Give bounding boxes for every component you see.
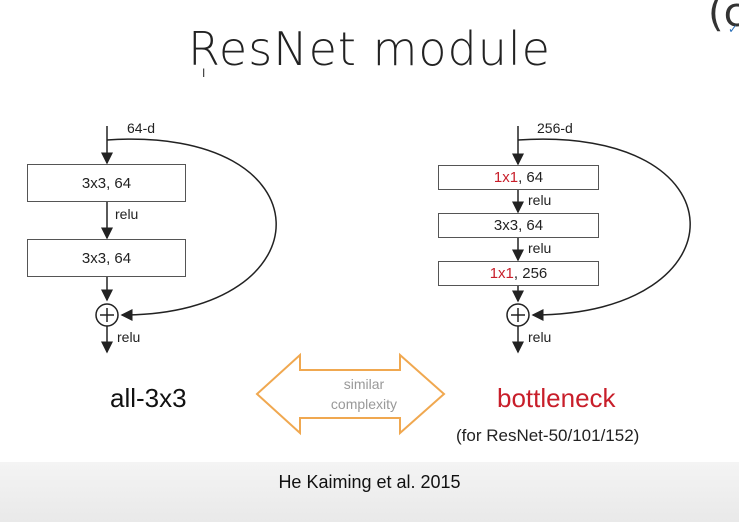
right-output-relu-label: relu xyxy=(528,329,552,345)
slide-title: ResNet module xyxy=(188,22,551,76)
corner-text-fragment: (c xyxy=(708,0,739,36)
left-skip-connection xyxy=(106,138,277,321)
left-conv-layer-2: 3x3, 64 xyxy=(27,239,186,277)
citation: He Kaiming et al. 2015 xyxy=(278,472,461,492)
right-layer-2-rest: 3x3, 64 xyxy=(493,217,544,234)
right-conv-layer-2: 3x3, 64 xyxy=(438,213,599,238)
left-caption: all-3x3 xyxy=(110,383,187,413)
right-caption: bottleneck xyxy=(497,383,616,413)
right-layer-1-highlight: 1x1 xyxy=(493,169,519,186)
similar-complexity-arrow xyxy=(255,352,446,436)
right-subcaption: (for ResNet-50/101/152) xyxy=(456,426,640,445)
right-relu-label-1: relu xyxy=(528,192,552,208)
right-layer-1-rest: , 64 xyxy=(518,169,544,186)
right-input-dim: 256-d xyxy=(537,120,573,136)
comparison-line-2: complexity xyxy=(330,396,398,412)
left-output-relu-label: relu xyxy=(117,329,141,345)
left-input-dim: 64-d xyxy=(127,120,156,136)
footer-band xyxy=(0,462,739,522)
right-layer-3-highlight: 1x1 xyxy=(489,265,514,282)
right-relu-label-2: relu xyxy=(528,240,552,256)
right-conv-layer-3: 1x1, 256 xyxy=(438,261,599,286)
left-relu-label: relu xyxy=(115,206,139,222)
left-conv-layer-1: 3x3, 64 xyxy=(27,164,186,202)
right-conv-layer-1: 1x1, 64 xyxy=(438,165,599,190)
right-layer-3-rest: , 256 xyxy=(513,265,548,282)
corner-check-icon: ✓ xyxy=(728,22,739,36)
right-skip-connection xyxy=(517,138,691,321)
text-cursor-icon: I xyxy=(202,66,206,80)
comparison-line-1: similar xyxy=(343,376,385,392)
